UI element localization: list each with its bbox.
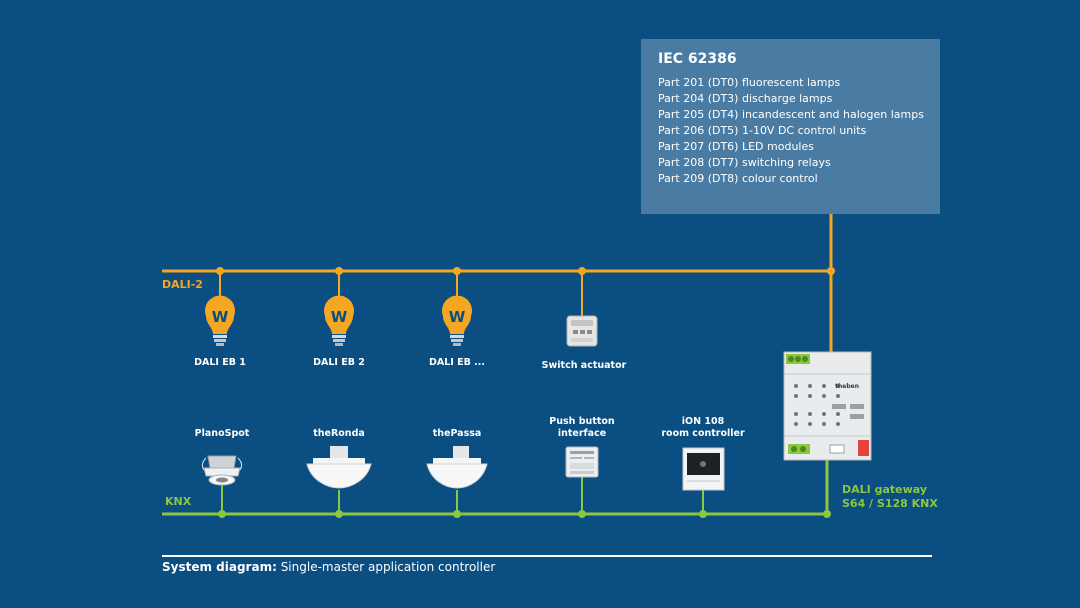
knx-device-label-line: Push button [549,416,615,427]
caption-text: Single-master application controller [276,560,496,574]
iec-part-item: Part 204 (DT3) discharge lamps [658,92,833,105]
dali-junction [453,267,461,275]
knx-device-label: thePassa [432,428,482,439]
knx-bus-label: KNX [165,495,192,508]
knx-device-label: iON 108 room controller [661,416,744,440]
caption-bold: System diagram: [162,560,277,574]
knx-junction [823,510,831,518]
gateway-label-line: DALI gateway [842,483,928,496]
ceiling-sensor-icon [306,446,372,489]
gateway-label-line: S64 / S128 KNX [842,497,938,510]
gateway-label: DALI gateway S64 / S128 KNX [842,483,938,511]
iec-part-item: Part 209 (DT8) colour control [658,172,818,185]
knx-device-label: Push button interface [549,416,614,440]
push-button-interface-icon [565,446,599,478]
knx-device-label-line: iON 108 [681,416,725,427]
knx-device-label: PlanoSpot [194,428,250,439]
iec-part-list: Part 201 (DT0) fluorescent lamps Part 20… [658,75,924,187]
iec-part-item: Part 201 (DT0) fluorescent lamps [658,76,841,89]
knx-junction [453,510,461,518]
dali-junction [827,267,835,275]
ceiling-sensor-icon [426,446,488,489]
room-controller-icon [682,447,725,491]
bulb-icon: W [205,295,235,346]
dali-junction [578,267,586,275]
dali-junction [216,267,224,275]
dali-junction [335,267,343,275]
knx-junction [578,510,586,518]
iec-part-item: Part 208 (DT7) switching relays [658,156,831,169]
knx-junction [699,510,707,518]
knx-junction [218,510,226,518]
knx-junction [335,510,343,518]
iec-standard-box [641,39,940,214]
bulb-icon: W [442,295,472,346]
svg-text:theben: theben [835,383,859,390]
ceiling-sensor-icon [201,455,243,486]
svg-text:W: W [331,308,348,326]
dali-device-label: DALI EB ... [429,357,485,368]
diagram-caption: System diagram: Single-master applicatio… [162,560,495,574]
iec-part-item: Part 206 (DT5) 1-10V DC control units [658,124,867,137]
svg-text:W: W [212,308,229,326]
knx-device-label: theRonda [313,428,365,439]
iec-part-item: Part 207 (DT6) LED modules [658,140,814,153]
dali-device-label: Switch actuator [541,360,627,371]
svg-text:W: W [449,308,466,326]
knx-device-label-line: interface [557,428,607,439]
knx-device-label-line: room controller [661,428,745,439]
footer-divider [162,555,932,557]
dali-device-label: DALI EB 1 [194,357,246,368]
din-rail-gateway-icon: theben [783,351,872,461]
iec-part-item: Part 205 (DT4) incandescent and halogen … [658,108,924,121]
bulb-icon: W [324,295,354,346]
iec-standard-title: IEC 62386 [658,51,737,67]
dali-bus-label: DALI-2 [162,278,203,291]
switch-actuator-icon [566,315,598,347]
dali-device-label: DALI EB 2 [313,357,365,368]
